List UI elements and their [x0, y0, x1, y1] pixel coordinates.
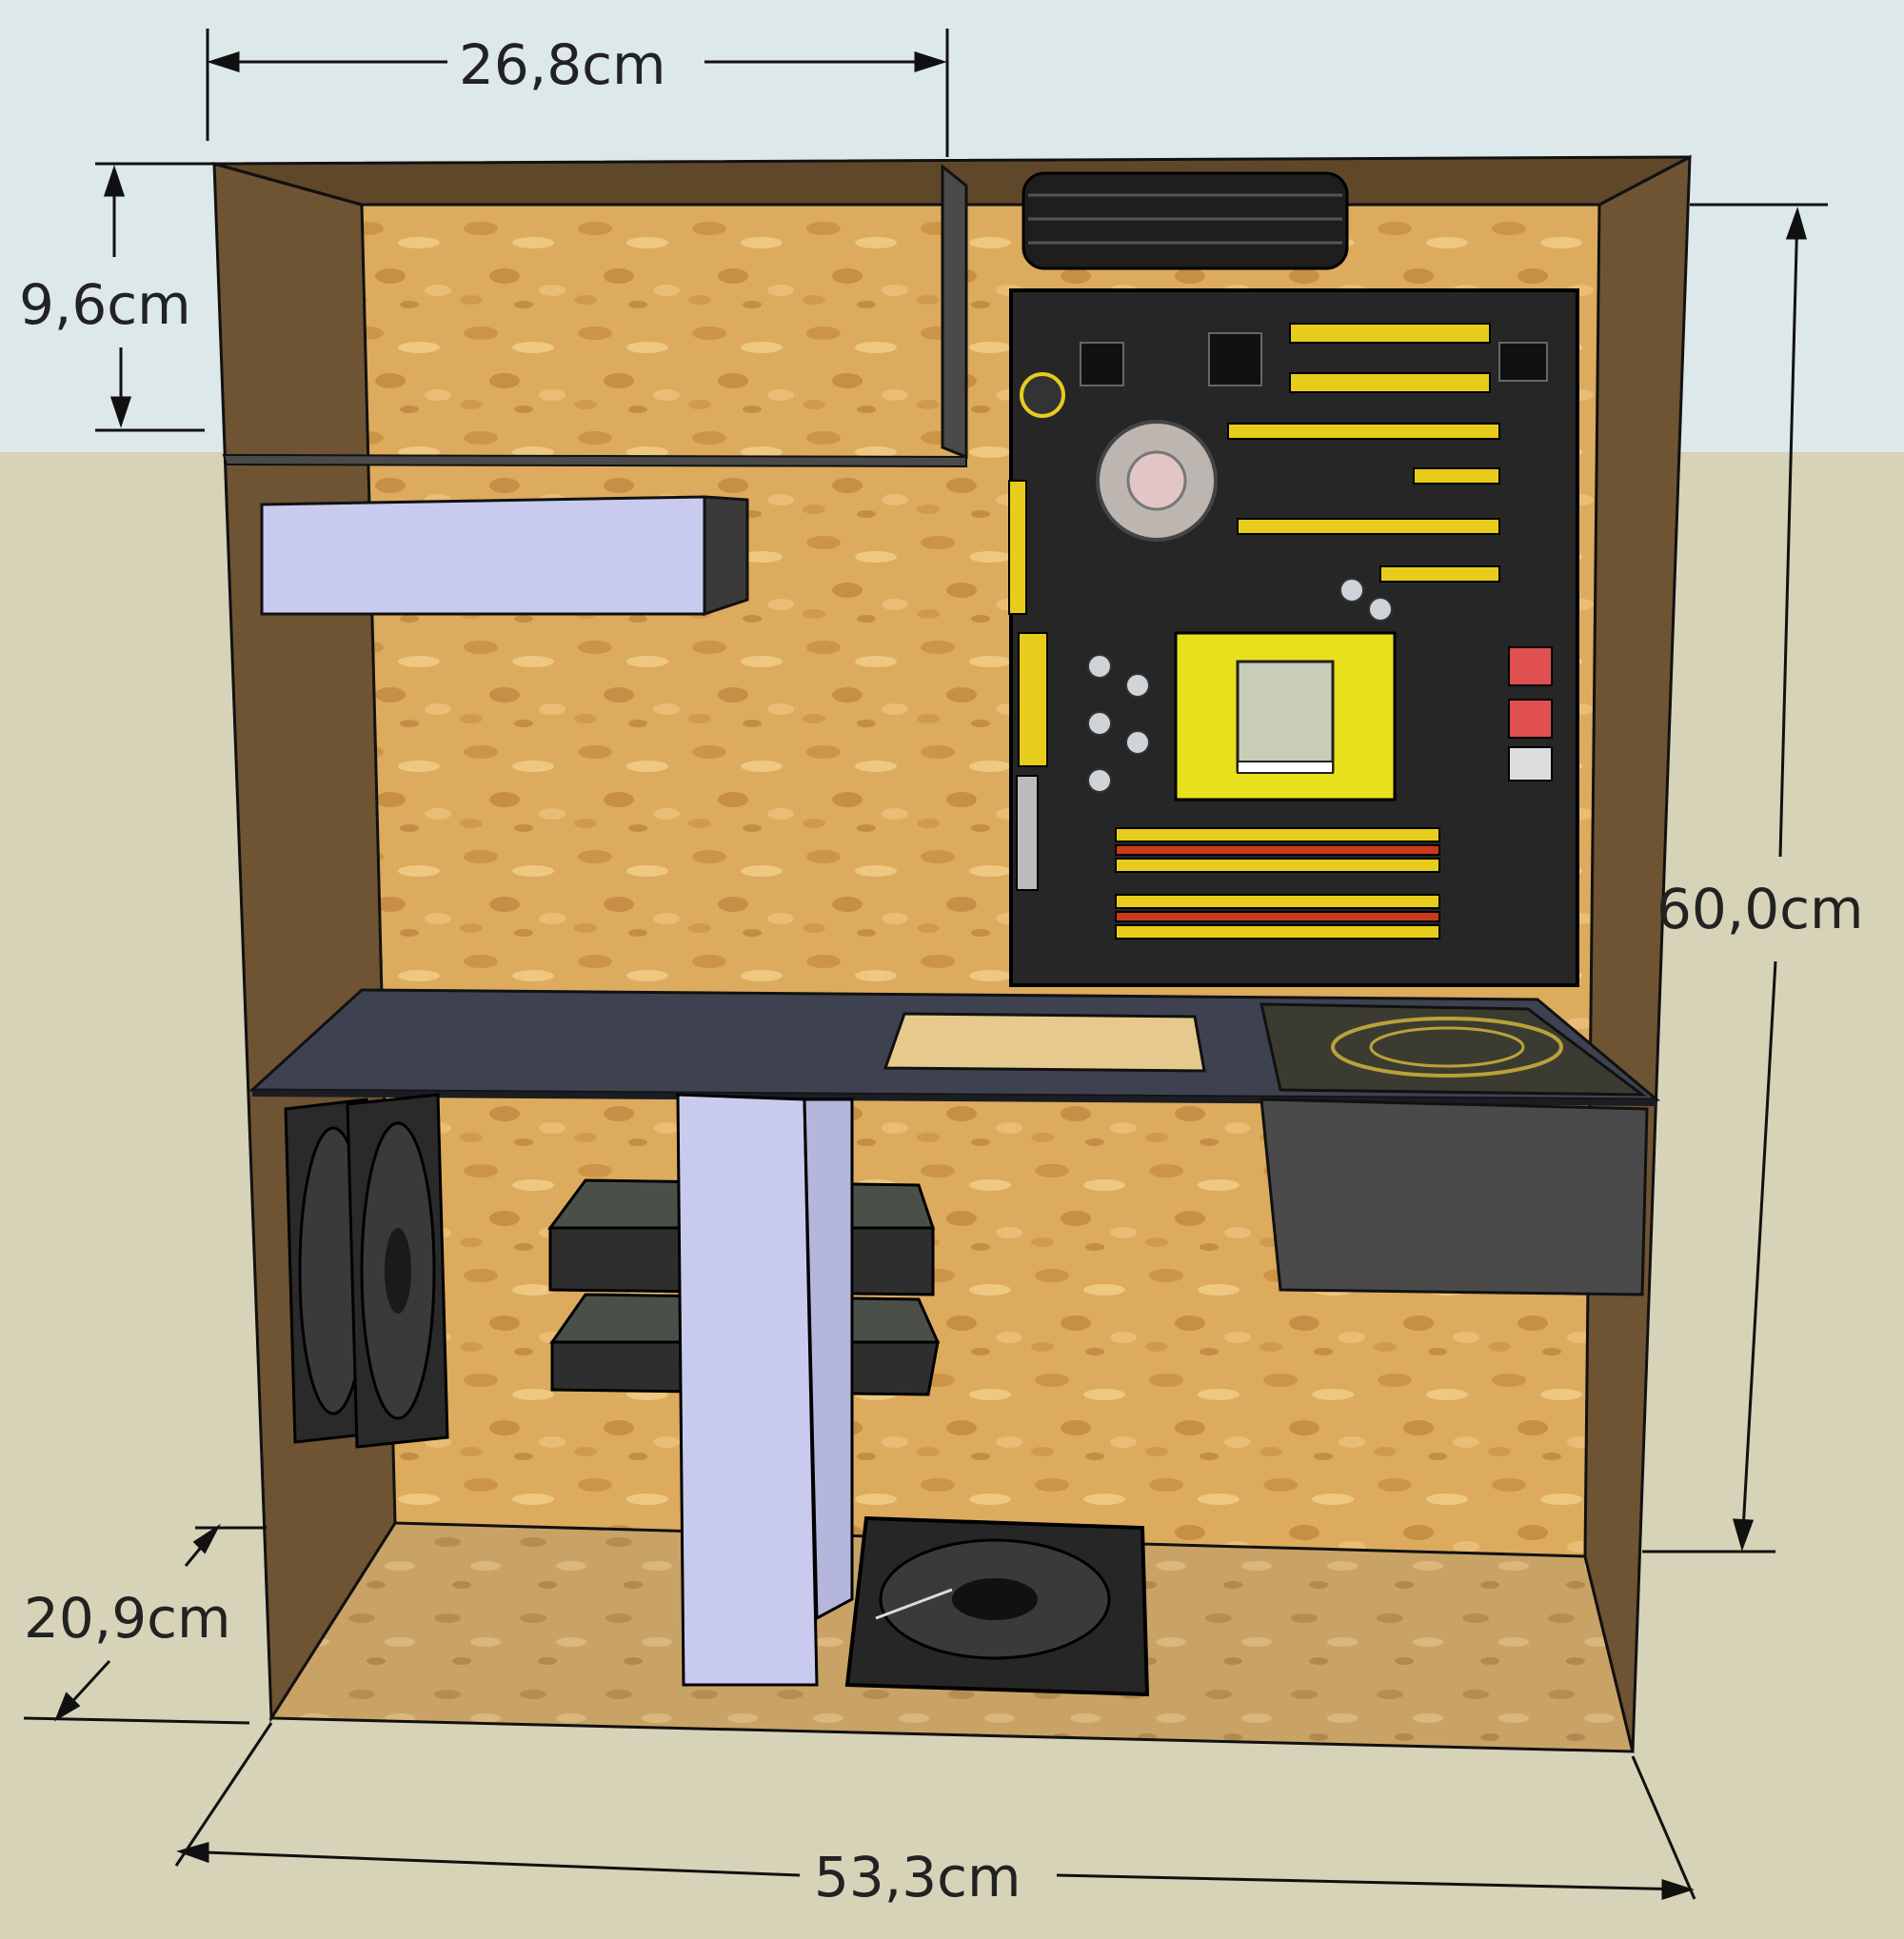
- capacitors: [1087, 578, 1393, 793]
- cmos-battery: [1020, 372, 1065, 418]
- motherboard: [1008, 288, 1579, 987]
- power-supply: [1259, 1002, 1649, 1296]
- dimension-label-top-width: 26,8cm: [459, 32, 666, 97]
- dimension-label-shelf-height: 9,6cm: [19, 272, 191, 337]
- expansion-slots: [1227, 323, 1500, 583]
- dimension-label-depth: 20,9cm: [24, 1586, 231, 1651]
- drive-cage: [676, 1093, 854, 1687]
- dimension-label-total-height: 60,0cm: [1656, 877, 1864, 941]
- top-compartment-shelf: [222, 453, 967, 468]
- tray-cutout: [883, 1012, 1206, 1073]
- top-compartment-divider: [941, 163, 968, 460]
- bottom-fan: [844, 1515, 1150, 1697]
- side-fan: [284, 1093, 449, 1449]
- cpu-socket: [1174, 631, 1397, 801]
- ram-slots: [1115, 827, 1440, 940]
- top-cable-bundle: [1021, 171, 1349, 270]
- dimension-lines: [23, 29, 1828, 1901]
- optical-drive: [260, 495, 749, 617]
- dimension-label-bottom-width: 53,3cm: [814, 1845, 1021, 1909]
